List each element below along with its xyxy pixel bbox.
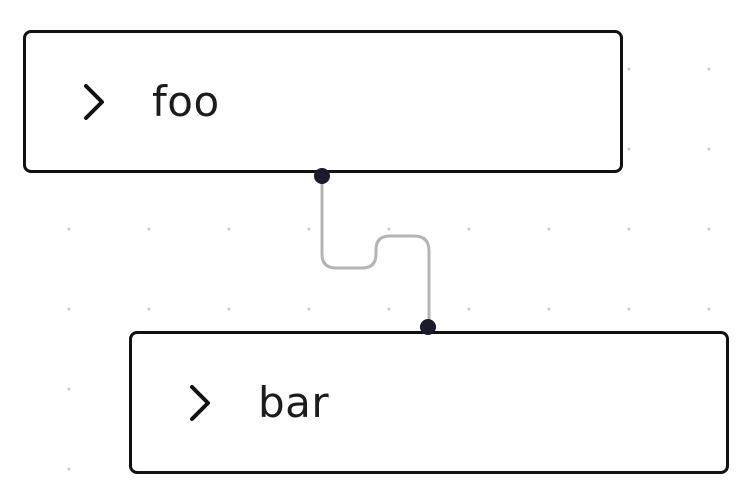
chevron-right-icon[interactable] bbox=[184, 381, 218, 425]
node-label: bar bbox=[258, 377, 330, 427]
node-bar[interactable]: bar bbox=[129, 331, 729, 474]
chevron-right-icon[interactable] bbox=[78, 80, 112, 124]
source-handle-foo[interactable] bbox=[314, 168, 330, 184]
node-label: foo bbox=[152, 76, 220, 126]
edge-foo-bar[interactable] bbox=[320, 174, 431, 329]
target-handle-bar[interactable] bbox=[420, 319, 436, 335]
node-foo[interactable]: foo bbox=[23, 30, 623, 173]
